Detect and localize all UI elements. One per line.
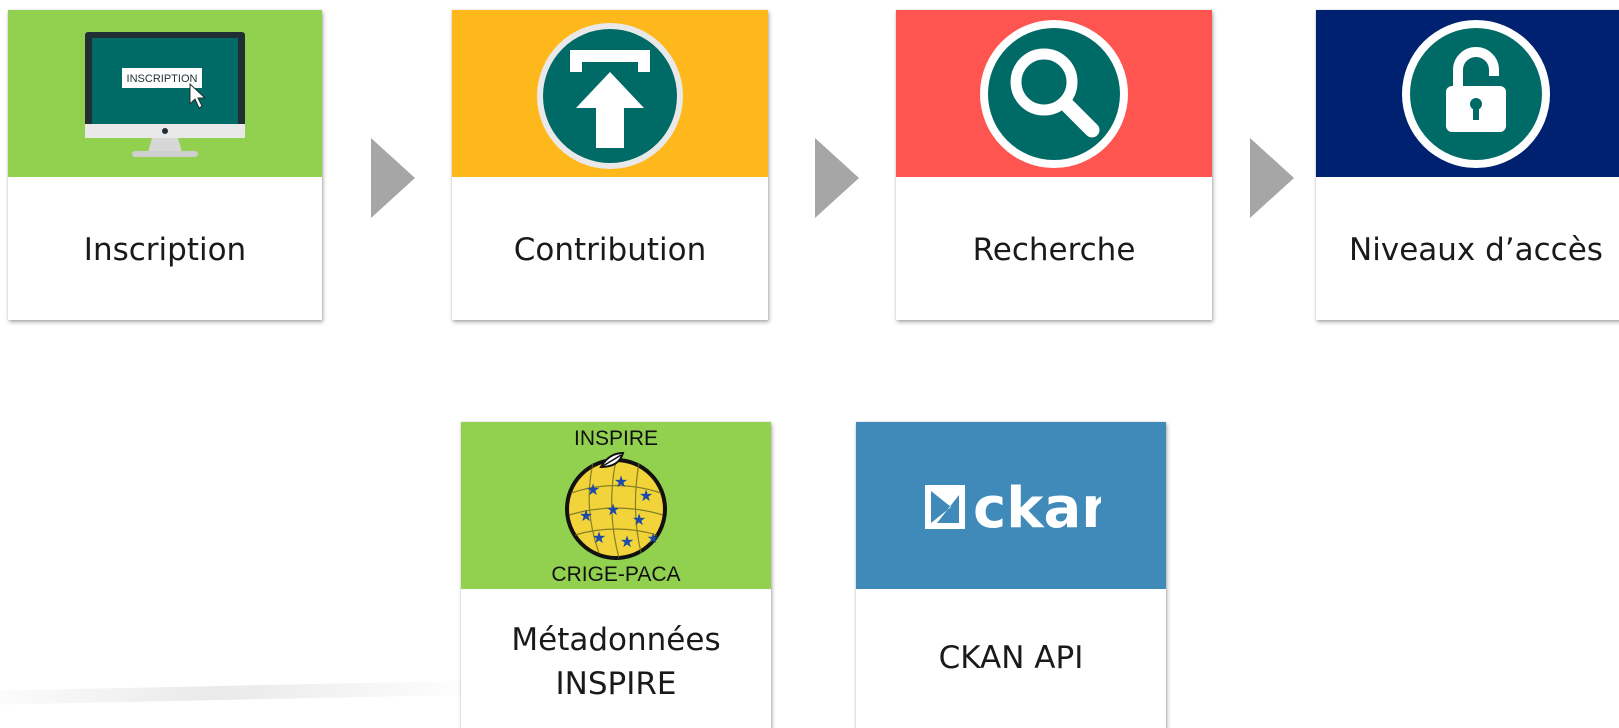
card-inspire-header: INSPIRE ★ ★ ★ ★ ★ ★ ★ — [461, 422, 771, 589]
arrow-3 — [1250, 138, 1294, 218]
svg-text:★: ★ — [620, 534, 634, 551]
arrow-1 — [371, 138, 415, 218]
monitor-icon: INSCRIPTION — [85, 31, 245, 157]
card-niveaux-acces[interactable]: Niveaux d’accès — [1316, 10, 1619, 320]
svg-text:★: ★ — [647, 530, 660, 546]
card-inspire-label-line1: Métadonnées — [511, 622, 721, 658]
card-recherche-header — [896, 10, 1212, 177]
card-contribution-label: Contribution — [513, 232, 707, 268]
ckan-mark-icon — [925, 484, 965, 529]
inspire-logo: INSPIRE ★ ★ ★ ★ ★ ★ ★ — [551, 427, 680, 586]
svg-text:★: ★ — [614, 474, 628, 491]
card-inscription-header: INSCRIPTION — [8, 10, 322, 177]
monitor-screen-text: INSCRIPTION — [127, 73, 198, 85]
inspire-logo-bottom-text: CRIGE-PACA — [551, 563, 680, 586]
card-contribution-header — [452, 10, 768, 177]
card-recherche[interactable]: Recherche — [896, 10, 1212, 320]
card-niveaux-acces-header — [1316, 10, 1619, 177]
ckan-logo-text: ckan — [973, 476, 1101, 541]
inspire-logo-top-text: INSPIRE — [574, 427, 658, 450]
card-contribution[interactable]: Contribution — [452, 10, 768, 320]
card-ckan[interactable]: ckan CKAN API — [856, 422, 1166, 728]
card-ckan-header: ckan — [856, 422, 1166, 589]
card-recherche-label: Recherche — [972, 232, 1136, 268]
card-inspire-label-line2: INSPIRE — [555, 666, 677, 702]
card-inscription-label: Inscription — [83, 232, 247, 268]
svg-text:★: ★ — [592, 530, 606, 547]
card-ckan-label: CKAN API — [938, 640, 1084, 676]
svg-text:★: ★ — [579, 508, 593, 525]
card-inscription[interactable]: INSCRIPTION Inscription — [8, 10, 322, 320]
card-niveaux-acces-label: Niveaux d’accès — [1349, 232, 1603, 268]
ckan-logo: ckan — [925, 476, 1101, 541]
upload-icon — [537, 22, 683, 169]
svg-text:★: ★ — [639, 488, 653, 505]
svg-text:★: ★ — [586, 482, 600, 499]
card-inspire[interactable]: INSPIRE ★ ★ ★ ★ ★ ★ ★ — [461, 422, 771, 728]
search-icon — [980, 19, 1128, 168]
svg-text:★: ★ — [606, 502, 620, 519]
reflection-floor — [0, 680, 481, 706]
arrow-2 — [815, 138, 859, 218]
unlock-icon — [1402, 19, 1550, 168]
svg-text:★: ★ — [632, 512, 646, 529]
